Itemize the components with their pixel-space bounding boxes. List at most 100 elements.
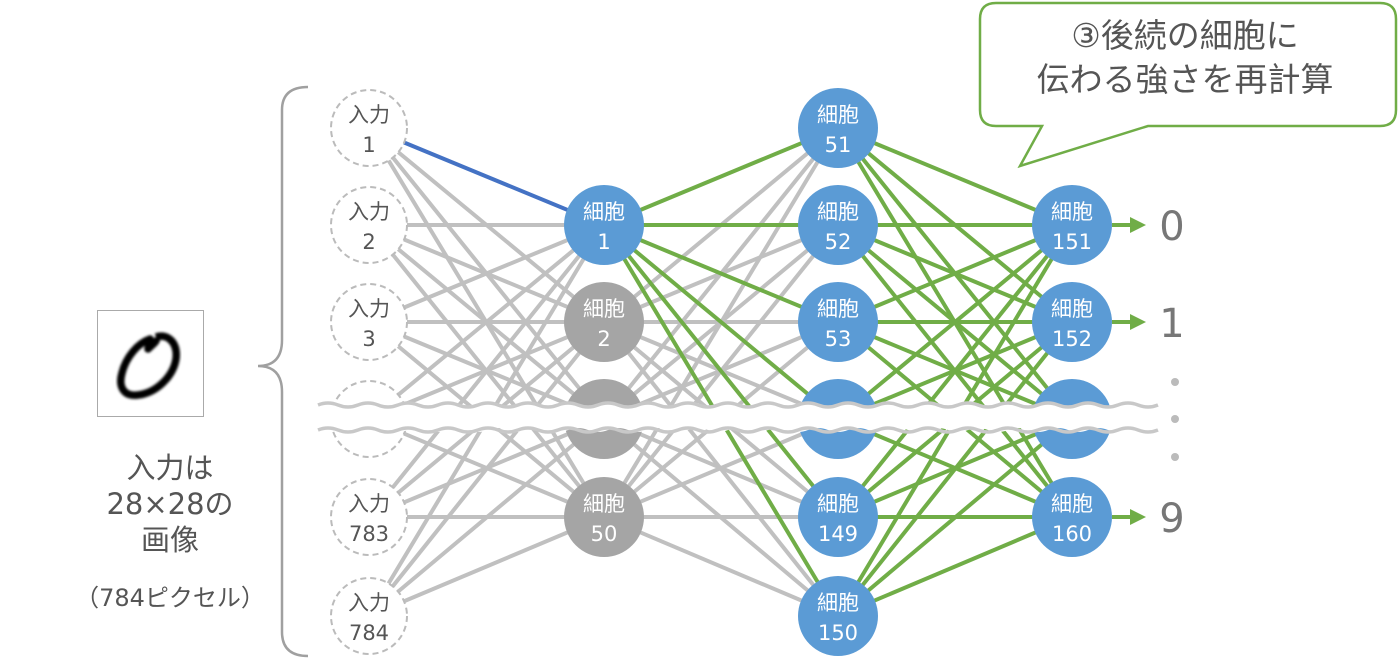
node-label-line-1: 細胞 bbox=[1051, 492, 1093, 516]
node-label-line-1: 入力 bbox=[348, 103, 390, 127]
node-label-line-1: 細胞 bbox=[817, 103, 859, 127]
node-label-line-2: 152 bbox=[1052, 327, 1092, 351]
callout-text: ③後続の細胞に 伝わる強さを再計算 bbox=[975, 14, 1395, 102]
edge-hidden2-output-updated bbox=[836, 417, 1074, 618]
input-caption-line-3: 画像 bbox=[140, 523, 199, 557]
cell-node-circle bbox=[1032, 185, 1112, 265]
cell-node: 細胞 50 bbox=[564, 477, 644, 557]
output-group: 0 1 9 bbox=[1112, 204, 1185, 542]
edge-hidden2-output-updated bbox=[837, 515, 1073, 618]
break-line-bottom bbox=[317, 426, 1159, 434]
input-digit-image bbox=[97, 310, 204, 417]
node-label-line-2: 52 bbox=[825, 230, 852, 254]
cell-node: 細胞 52 bbox=[798, 185, 878, 265]
edge-hidden1-hidden2-updated bbox=[602, 223, 840, 421]
node-label-line-1: 入力 bbox=[348, 591, 390, 615]
output-digit-label: 9 bbox=[1159, 496, 1184, 542]
edge-hidden1-hidden2-updated bbox=[602, 223, 840, 519]
edge-hidden2-output-updated bbox=[836, 223, 1074, 519]
arrow-right-icon bbox=[1130, 314, 1146, 330]
input-node: 入力 1 bbox=[330, 89, 408, 167]
node-label-line-1: 細胞 bbox=[817, 492, 859, 516]
node-label-line-1: 細胞 bbox=[583, 297, 625, 321]
cell-node-circle bbox=[564, 477, 644, 557]
edge-hidden1-hidden2-updated bbox=[603, 126, 839, 227]
node-label-line-1: 細胞 bbox=[583, 200, 625, 224]
node-label-line-1: 入力 bbox=[348, 492, 390, 516]
break-fill bbox=[288, 403, 1158, 432]
output-digit-label: 1 bbox=[1159, 301, 1184, 347]
cell-node: 細胞 51 bbox=[798, 88, 878, 168]
edges-group bbox=[367, 126, 1074, 618]
node-label-line-2: 160 bbox=[1052, 522, 1092, 546]
cell-node-circle bbox=[798, 477, 878, 557]
node-label-line-2: 51 bbox=[825, 133, 852, 157]
input-node-circle bbox=[330, 478, 408, 556]
arrow-right-icon bbox=[1130, 217, 1146, 233]
cell-node-circle bbox=[798, 576, 878, 656]
edge-input-hidden1 bbox=[367, 223, 606, 421]
cell-node: 細胞 152 bbox=[1032, 282, 1112, 362]
cell-node: 細胞 149 bbox=[798, 477, 878, 557]
edge-input-hidden1 bbox=[368, 515, 605, 618]
node-label-line-1: 入力 bbox=[348, 297, 390, 321]
cell-node: 細胞 160 bbox=[1032, 477, 1112, 557]
cell-node-circle bbox=[798, 88, 878, 168]
input-caption-line-2: 28×28の bbox=[106, 487, 234, 521]
node-label-line-2: 149 bbox=[818, 522, 858, 546]
callout-line-2: 伝わる強さを再計算 bbox=[1036, 60, 1334, 99]
input-node-circle bbox=[330, 577, 408, 655]
input-node-circle bbox=[330, 186, 408, 264]
break-line-top bbox=[317, 401, 1159, 409]
edge-input-hidden1 bbox=[367, 417, 606, 618]
node-label-line-2: 1 bbox=[362, 133, 375, 157]
node-label-line-1: 細胞 bbox=[1051, 297, 1093, 321]
edge-input-hidden1 bbox=[367, 223, 606, 519]
input-node: 入力2 bbox=[330, 186, 408, 264]
handwritten-zero-icon bbox=[117, 332, 180, 399]
input-pixel-count: （784ピクセル） bbox=[75, 584, 265, 612]
node-label-line-1: 入力 bbox=[348, 200, 390, 224]
input-node-circle bbox=[330, 283, 408, 361]
edge-input-hidden1 bbox=[367, 320, 606, 618]
node-label-line-1: 細胞 bbox=[1051, 200, 1093, 224]
callout-bubble bbox=[978, 1, 1398, 169]
edge-hidden2-output-updated bbox=[837, 223, 1073, 324]
input-node-circle bbox=[330, 89, 408, 167]
edge-hidden2-output-updated bbox=[836, 320, 1074, 618]
cell-node: 細胞 1 bbox=[564, 185, 644, 265]
cell-node: 細胞 151 bbox=[1032, 185, 1112, 265]
arrow-right-icon bbox=[1130, 509, 1146, 525]
cell-node-circle bbox=[564, 185, 644, 265]
cell-node-circle bbox=[564, 282, 644, 362]
cell-node-circle bbox=[798, 185, 878, 265]
node-label-line-2: 1 bbox=[597, 230, 610, 254]
node-label-line-2: 50 bbox=[591, 522, 618, 546]
input-caption: 入力は 28×28の 画像 bbox=[60, 450, 280, 558]
output-digit-label: 0 bbox=[1159, 204, 1184, 250]
node-label-line-1: 細胞 bbox=[817, 591, 859, 615]
edge-hidden1-hidden2 bbox=[603, 515, 839, 618]
nodes-group: 入力1入力2入力3入力783入力784細胞1細胞2細胞50細胞51細胞52細胞5… bbox=[330, 88, 1112, 656]
edge-input1-cell1-highlighted bbox=[368, 126, 605, 227]
node-label-line-1: 細胞 bbox=[583, 492, 625, 516]
ellipsis-dot bbox=[1171, 378, 1179, 386]
edge-input-hidden1 bbox=[368, 223, 605, 324]
ellipsis-dot bbox=[1171, 415, 1179, 423]
node-label-line-2: 53 bbox=[825, 327, 852, 351]
node-label-line-2: 2 bbox=[597, 327, 610, 351]
input-caption-line-1: 入力は bbox=[126, 451, 214, 485]
edge-hidden1-hidden2 bbox=[603, 417, 839, 519]
node-label-line-2: 784 bbox=[349, 621, 389, 645]
input-brace bbox=[257, 85, 309, 658]
node-label-line-1: 細胞 bbox=[817, 200, 859, 224]
input-node: 入力 784 bbox=[330, 577, 408, 655]
cell-node-circle bbox=[1032, 282, 1112, 362]
edge-hidden2-output-updated bbox=[837, 126, 1073, 227]
node-label-line-2: 151 bbox=[1052, 230, 1092, 254]
edge-hidden2-output-updated bbox=[836, 223, 1074, 421]
ellipsis-dot bbox=[1171, 453, 1179, 461]
